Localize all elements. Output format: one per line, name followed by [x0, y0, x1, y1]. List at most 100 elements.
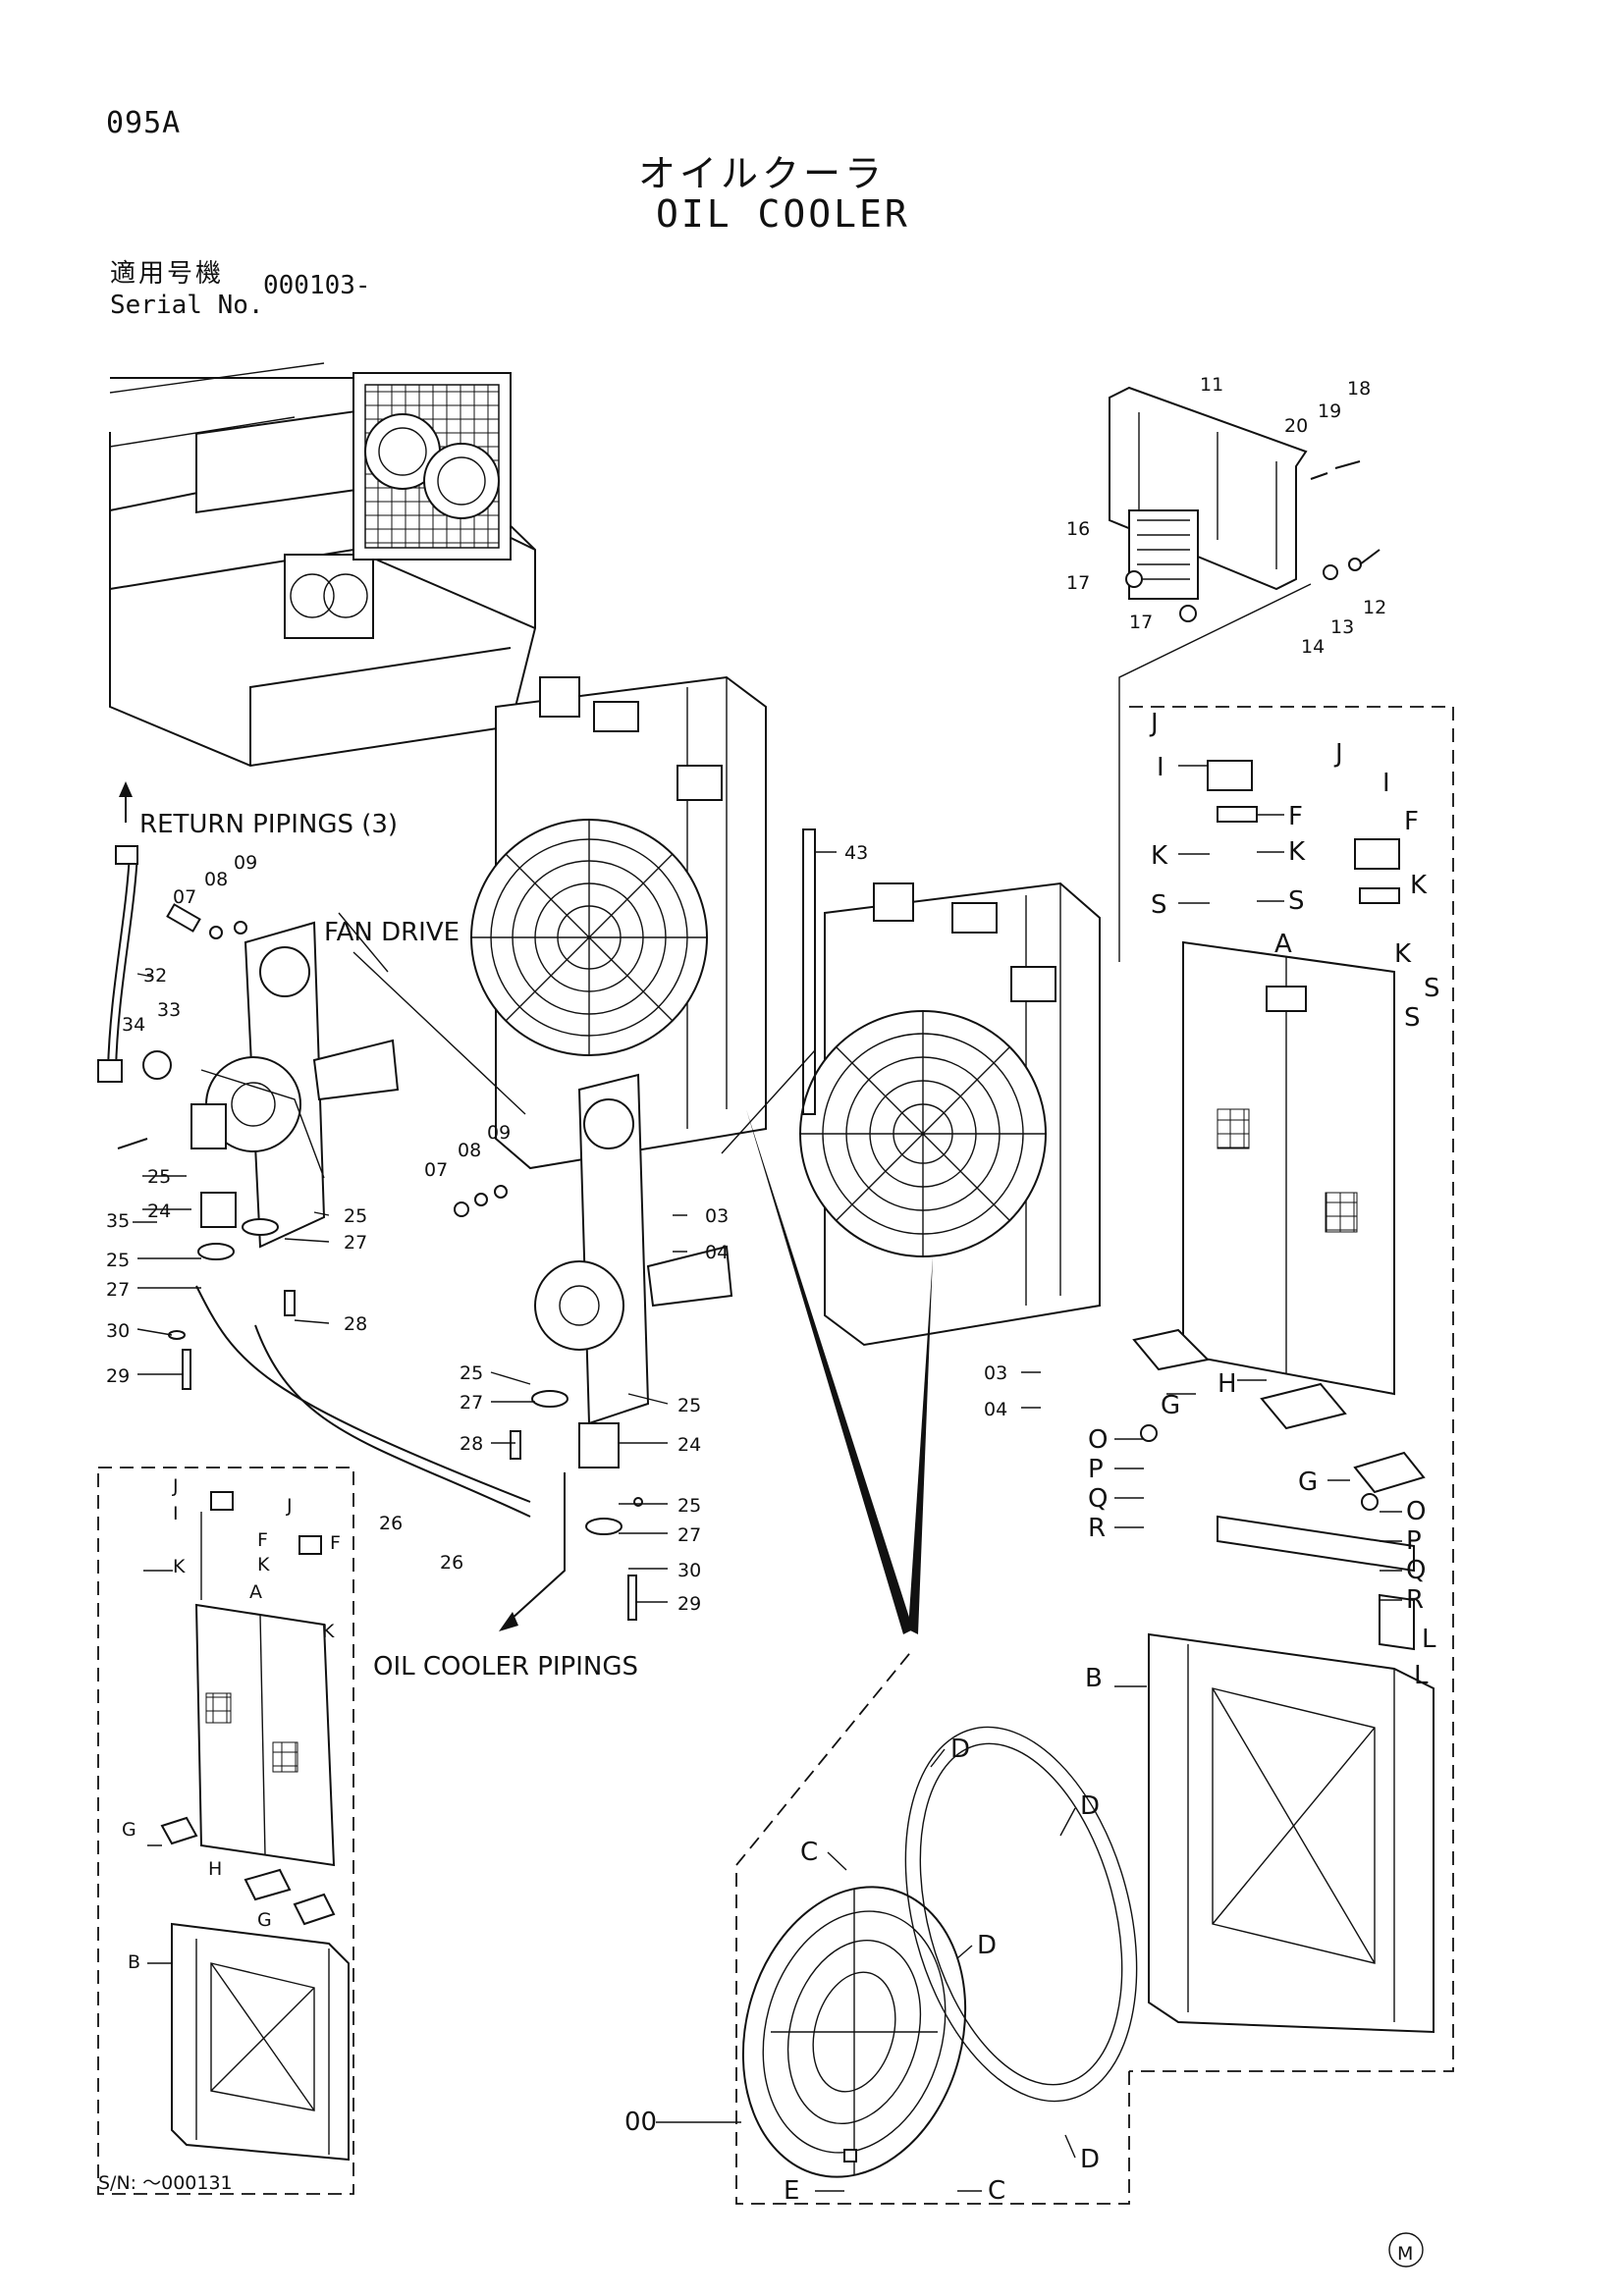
serial-label-english: Serial No.	[110, 291, 264, 320]
callout-33: 33	[157, 999, 181, 1021]
callout-leader-ticks	[133, 765, 1402, 2192]
title-english: OIL COOLER	[656, 192, 910, 236]
right-box-parts	[1132, 760, 1435, 2034]
callout-K1: K	[1151, 841, 1168, 871]
callout-07: 07	[173, 886, 196, 908]
callout-14: 14	[1301, 636, 1325, 658]
callout-Q1: Q	[1088, 1484, 1108, 1514]
callout-43: 43	[844, 842, 868, 864]
callout-P1: P	[1088, 1455, 1104, 1484]
callout-inset-K2: K	[173, 1556, 186, 1577]
fan-drive-label: FAN DRIVE	[324, 918, 460, 947]
callout-26a: 26	[379, 1513, 403, 1534]
radiator-unit-second	[799, 828, 1101, 1347]
oil-cooler-piping-arrow	[510, 1472, 566, 1621]
callout-08: 08	[204, 869, 228, 890]
callout-17b: 17	[1129, 612, 1153, 633]
oil-cooler-pipings-label: OIL COOLER PIPINGS	[373, 1652, 638, 1682]
callout-25c: 25	[106, 1250, 130, 1271]
callout-I2: I	[1382, 769, 1390, 798]
callout-13: 13	[1330, 616, 1354, 638]
callout-04b: 04	[984, 1399, 1007, 1420]
callout-25e: 25	[677, 1395, 701, 1416]
callout-S1: S	[1151, 890, 1167, 920]
callout-E: E	[784, 2176, 799, 2206]
callout-29: 29	[106, 1365, 130, 1387]
callout-D3: D	[977, 1931, 997, 1960]
callout-19: 19	[1318, 400, 1341, 422]
inset-box-parts	[160, 1491, 350, 2162]
callout-00: 00	[624, 2108, 657, 2137]
callout-03b: 03	[984, 1362, 1007, 1384]
callouts-fan-drive-left: 07 08 09 32 34 33 35 25 24 25 27 25 27 2…	[106, 852, 367, 1387]
callout-30c: 30	[677, 1560, 701, 1581]
callout-R2: R	[1406, 1585, 1424, 1615]
callout-K4: K	[1394, 939, 1412, 969]
callout-P2: P	[1406, 1526, 1422, 1556]
callout-32: 32	[143, 965, 167, 987]
callout-08c: 08	[458, 1140, 481, 1161]
callouts-bottom-box: D D C D 00 D E C	[624, 1735, 1100, 2206]
callout-28c: 28	[460, 1433, 483, 1455]
callout-27b: 27	[106, 1279, 130, 1301]
callout-25b: 25	[344, 1205, 367, 1227]
callout-inset-J1: J	[172, 1475, 179, 1497]
bottom-box-parts	[741, 1726, 1138, 2178]
callout-A: A	[1274, 930, 1292, 959]
callout-inset-F1: F	[257, 1529, 268, 1551]
callout-D2: D	[1080, 1791, 1100, 1821]
callout-inset-K1: K	[257, 1554, 270, 1575]
callout-O1: O	[1088, 1425, 1108, 1455]
callout-18: 18	[1347, 378, 1371, 400]
callout-C1: C	[800, 1838, 818, 1867]
callout-inset-F2: F	[330, 1532, 341, 1554]
radiator-unit-main	[470, 675, 767, 1170]
callout-04a: 04	[705, 1242, 729, 1263]
cooler-top-assembly	[1109, 386, 1380, 622]
callout-D1: D	[950, 1735, 970, 1764]
callout-S4: S	[1404, 1003, 1421, 1033]
inset-dashed-box	[97, 1467, 354, 2195]
callout-inset-G1: G	[122, 1819, 136, 1841]
callout-L2: L	[1414, 1661, 1429, 1690]
arrow-head	[499, 1612, 518, 1631]
callouts-fan-drive-center: 07 08 09 03 04 25 27 28 25 24 25 27 30 2…	[379, 842, 1007, 1615]
callouts-right-box: J I F K K S S J I F K K S S A G H G O P …	[1085, 709, 1440, 1693]
callout-D4: D	[1080, 2145, 1100, 2174]
m-mark-circle	[1388, 2232, 1424, 2268]
callout-24: 24	[147, 1201, 171, 1222]
callout-C2: C	[988, 2176, 1005, 2206]
callout-L1: L	[1422, 1625, 1436, 1654]
link-line	[721, 1049, 816, 1154]
callout-24c: 24	[677, 1434, 701, 1456]
callout-O2: O	[1406, 1497, 1426, 1526]
title-japanese: オイルクーラ	[638, 152, 887, 195]
callout-Q2: Q	[1406, 1556, 1426, 1585]
callout-03a: 03	[705, 1205, 729, 1227]
callout-inset-G2: G	[257, 1909, 272, 1931]
callout-07c: 07	[424, 1159, 448, 1181]
hose-26a	[195, 1285, 531, 1503]
callout-S2: S	[1288, 886, 1305, 916]
callout-27a: 27	[344, 1232, 367, 1254]
callout-inset-K3: K	[322, 1621, 335, 1642]
callout-20: 20	[1284, 415, 1308, 437]
callout-09c: 09	[487, 1122, 511, 1144]
fan-drive-left	[97, 845, 400, 1390]
callout-inset-H: H	[208, 1858, 222, 1880]
fan-drive-center	[454, 1073, 733, 1621]
callout-25f: 25	[677, 1495, 701, 1517]
callout-J2: J	[1333, 739, 1343, 769]
callout-R1: R	[1088, 1514, 1106, 1543]
callout-S3: S	[1424, 974, 1440, 1003]
callout-F1: F	[1288, 802, 1303, 831]
callout-I1: I	[1157, 753, 1164, 782]
leader-line	[1118, 583, 1312, 962]
serial-value: 000103-	[263, 271, 371, 300]
bottom-dashed-box	[735, 1648, 1130, 2205]
fan-drive-leader-2	[338, 912, 389, 973]
callout-inset-B: B	[128, 1951, 140, 1973]
m-mark: M	[1397, 2243, 1413, 2265]
callout-27c: 27	[460, 1392, 483, 1414]
